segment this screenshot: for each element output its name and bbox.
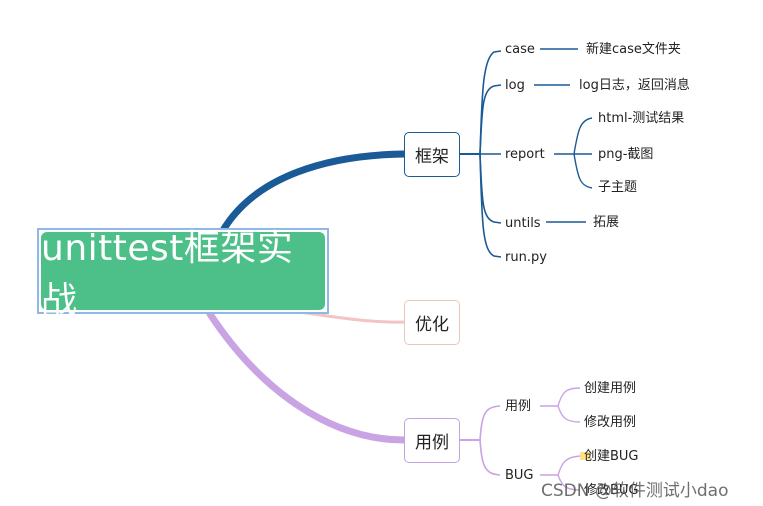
node-report-html[interactable]: html-测试结果 (598, 111, 685, 126)
node-framework[interactable]: 框架 (404, 132, 460, 177)
node-report[interactable]: report (505, 147, 545, 162)
node-edit-bug[interactable]: 修改BUG (584, 483, 639, 498)
node-usecase[interactable]: 用例 (404, 418, 460, 463)
node-runpy[interactable]: run.py (505, 250, 547, 265)
node-log-child[interactable]: log日志，返回消息 (579, 78, 690, 93)
watermark: CSDN @软件测试小dao (541, 481, 729, 501)
node-untils[interactable]: untils (505, 216, 541, 231)
node-untils-child[interactable]: 拓展 (593, 215, 620, 230)
node-case[interactable]: case (505, 42, 535, 57)
node-log[interactable]: log (505, 78, 525, 93)
node-optimize[interactable]: 优化 (404, 300, 460, 345)
node-create-bug[interactable]: 创建BUG (584, 449, 639, 464)
node-case-child[interactable]: 新建case文件夹 (586, 42, 681, 57)
highlight-marker (580, 452, 590, 460)
node-create-case[interactable]: 创建用例 (584, 381, 637, 396)
node-report-subtopic[interactable]: 子主题 (598, 180, 638, 195)
node-cases[interactable]: 用例 (505, 399, 532, 414)
node-report-png[interactable]: png-截图 (598, 147, 654, 162)
node-edit-case[interactable]: 修改用例 (584, 415, 637, 430)
node-bug[interactable]: BUG (505, 468, 534, 483)
root-node[interactable]: unittest框架实战 (37, 228, 329, 321)
root-label: unittest框架实战 (41, 228, 325, 321)
